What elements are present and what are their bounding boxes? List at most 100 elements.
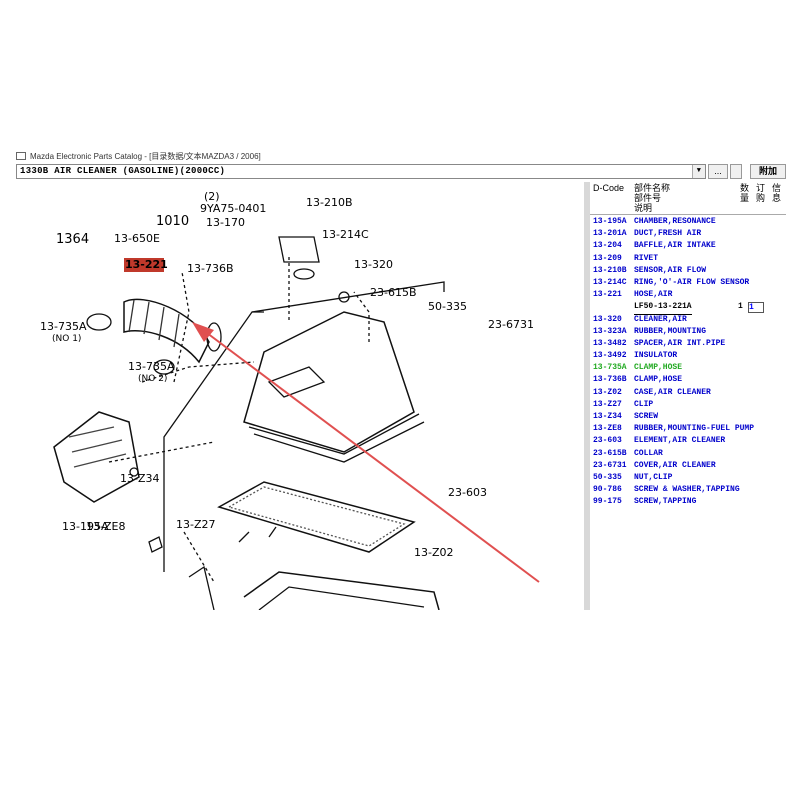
table-row[interactable]: 13-Z34 SCREW <box>590 411 786 423</box>
row-description: BAFFLE,AIR INTAKE <box>634 241 716 251</box>
order-qty-field[interactable]: 1 <box>748 302 764 314</box>
pointer-arrow-line <box>198 326 540 583</box>
label-13-214c: 13-214C <box>322 228 369 241</box>
row-dcode: 13-320 <box>593 314 622 324</box>
row-dcode: 90-786 <box>593 485 622 495</box>
highlight-box <box>124 258 164 272</box>
label-13-320: 13-320 <box>354 258 393 271</box>
row-description: COVER,AIR CLEANER <box>634 460 716 470</box>
resonance-chamber-shape <box>53 411 140 503</box>
label-13-650e: 13-650E <box>114 232 160 245</box>
label-no2: (NO 2) <box>138 374 168 384</box>
cover-guide-line <box>163 311 264 572</box>
row-description: COLLAR <box>634 448 663 458</box>
splitter[interactable] <box>584 182 590 610</box>
row-dcode: 13-ZE8 <box>593 424 622 434</box>
label-13-221[interactable]: 13-221 <box>125 258 168 271</box>
row-description: LF50-13-221A <box>634 301 692 315</box>
table-row[interactable]: 13-221 HOSE,AIR <box>590 289 786 301</box>
row-description: CHAMBER,RESONANCE <box>634 217 716 226</box>
table-row[interactable]: 13-204 BAFFLE,AIR INTAKE <box>590 240 786 252</box>
label-50-335: 50-335 <box>428 300 467 313</box>
diagram-drawing <box>53 236 540 610</box>
row-qty: 1 <box>738 302 743 312</box>
table-row[interactable]: 13-3492 INSULATOR <box>590 350 786 362</box>
section-selector[interactable]: 1330B AIR CLEANER (GASOLINE)(2000CC) ▼ <box>16 164 706 179</box>
row-dcode: 13-Z34 <box>593 412 622 421</box>
pointer-arrow-head <box>192 322 214 342</box>
table-row[interactable]: 13-736B CLAMP,HOSE <box>590 374 786 386</box>
air-flow-sensor-shape <box>278 236 320 263</box>
row-description: ELEMENT,AIR CLEANER <box>634 436 726 446</box>
grid-header: D-Code 部件名称 部件号 说明 数 量 订 购 信 息 <box>590 182 786 215</box>
header-qty: 数 量 <box>740 183 750 203</box>
header-order: 订 购 <box>756 183 766 203</box>
parts-diagram: (2) 9YA75-0401 13-210B 13-214C 1010 13-1… <box>14 182 584 610</box>
catalog-window: Mazda Electronic Parts Catalog - [目录数据/文… <box>14 148 786 610</box>
append-button[interactable]: 附加 <box>750 164 786 179</box>
label-13-210b: 13-210B <box>306 196 353 209</box>
clamp-no1-shape <box>86 313 112 331</box>
label-23-603: 23-603 <box>448 486 487 499</box>
table-row[interactable]: 13-320 CLEANER,AIR <box>590 314 786 326</box>
label-13-736b: 13-736B <box>187 262 234 275</box>
row-description: INSULATOR <box>634 351 678 361</box>
row-dcode: 13-221 <box>593 290 622 300</box>
chevron-down-icon[interactable]: ▼ <box>692 165 705 178</box>
table-row[interactable]: 50-335 NUT,CLIP <box>590 472 786 484</box>
row-description: HOSE,AIR <box>634 290 673 300</box>
row-description: DUCT,FRESH AIR <box>634 229 702 239</box>
row-description: CLAMP,HOSE <box>634 375 683 385</box>
row-dcode: 13-3482 <box>593 338 627 348</box>
row-description: CLIP <box>634 399 654 409</box>
row-description: CLEANER,AIR <box>634 314 687 324</box>
table-row[interactable]: 90-786 SCREW & WASHER,TAPPING <box>590 484 786 496</box>
label-no1: (NO 1) <box>52 334 82 344</box>
row-description: SCREW & WASHER,TAPPING <box>634 485 740 495</box>
table-row[interactable]: 13-ZE8 RUBBER,MOUNTING-FUEL PUMP <box>590 423 786 435</box>
row-dcode: 13-Z02 <box>593 387 622 397</box>
table-row[interactable]: 13-323A RUBBER,MOUNTING <box>590 326 786 338</box>
label-13-170: 13-170 <box>206 216 245 229</box>
row-dcode: 13-735A <box>593 363 627 373</box>
label-23-615b: 23-615B <box>370 286 417 299</box>
row-description: RUBBER,MOUNTING <box>634 326 707 336</box>
window-title: Mazda Electronic Parts Catalog - [目录数据/文… <box>30 151 261 161</box>
label-1010: 1010 <box>156 214 190 229</box>
row-dcode: 13-323A <box>593 326 627 336</box>
label-1364: 1364 <box>56 232 90 247</box>
header-name: 部件名称 部件号 说明 <box>634 183 671 213</box>
row-dcode: 13-204 <box>593 241 622 251</box>
row-description: RING,'O'-AIR FLOW SENSOR <box>634 277 750 287</box>
secondary-button[interactable] <box>730 164 742 179</box>
table-row[interactable]: 13-735A CLAMP,HOSE <box>590 362 786 374</box>
label-13-z02: 13-Z02 <box>414 546 454 559</box>
row-description: CLAMP,HOSE <box>634 363 683 373</box>
row-dcode: 13-210B <box>593 265 627 275</box>
row-description: NUT,CLIP <box>634 472 673 482</box>
row-dcode: 13-736B <box>593 375 627 385</box>
browse-button[interactable]: ... <box>708 164 728 179</box>
row-description: SCREW <box>634 412 659 421</box>
row-dcode: 50-335 <box>593 472 622 482</box>
row-description: RUBBER,MOUNTING-FUEL PUMP <box>634 424 755 434</box>
label-9ya75-0401: 9YA75-0401 <box>200 202 267 215</box>
air-cleaner-case-shape <box>243 571 440 610</box>
row-dcode: 13-3492 <box>593 351 627 361</box>
intake-hose-shape <box>123 298 210 364</box>
